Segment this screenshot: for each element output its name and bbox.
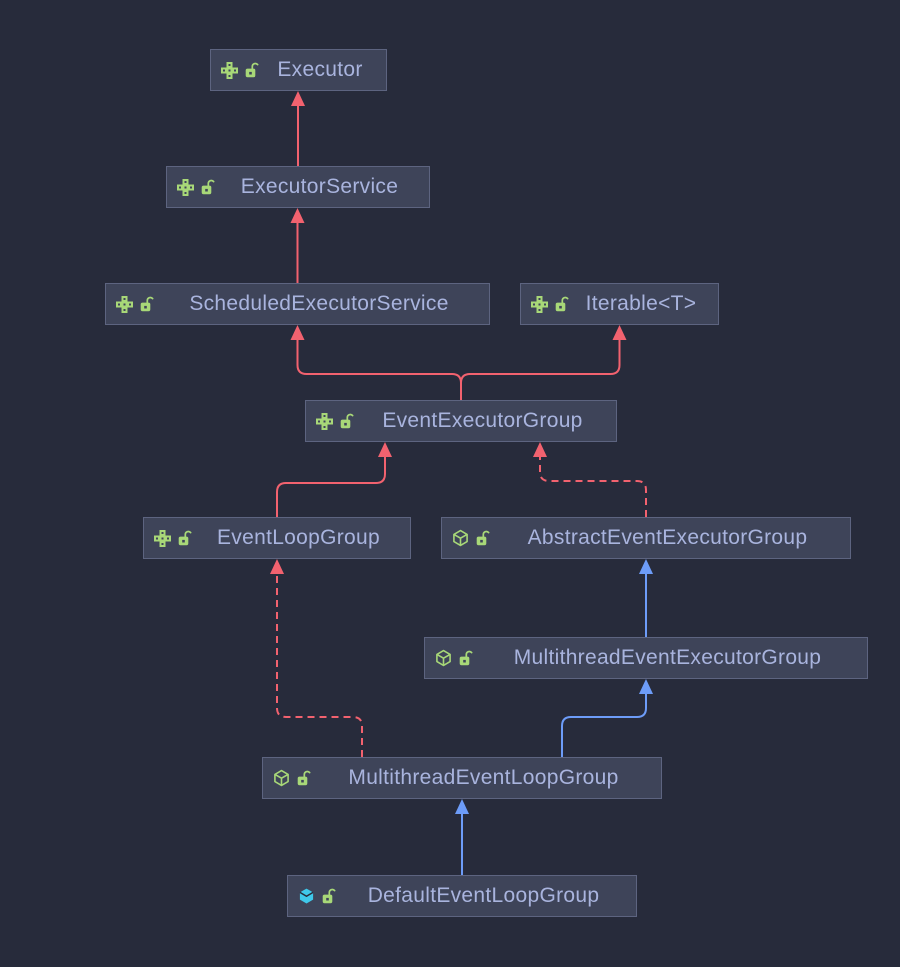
class-name-label: ScheduledExecutorService <box>189 292 449 315</box>
public-open-lock-icon <box>459 650 473 665</box>
abstract-class-icon-wrap <box>452 529 469 547</box>
interface-icon <box>154 529 171 547</box>
extends-arrowhead-icon <box>455 799 469 814</box>
abstract-class-icon-wrap <box>273 769 290 787</box>
class-name-label: ExecutorService <box>240 175 399 198</box>
implements-arrowhead-icon <box>533 442 547 457</box>
public-open-lock-icon <box>201 179 215 194</box>
class-node-event-loop-group[interactable]: EventLoopGroup <box>143 517 411 559</box>
extends-arrowhead-icon <box>290 325 305 340</box>
class-name-label: DefaultEventLoopGroup <box>367 884 600 907</box>
public-open-lock-icon <box>555 296 569 311</box>
public-open-lock-icon <box>297 770 311 785</box>
interface-icon <box>316 412 333 430</box>
extends-arrowhead-icon <box>639 679 653 694</box>
visibility-icon-wrap <box>245 62 259 79</box>
abstract-class-icon <box>436 649 451 667</box>
abstract-class-icon-wrap <box>435 649 452 667</box>
class-name-label: Executor <box>277 58 363 81</box>
interface-icon-wrap <box>116 295 133 313</box>
class-node-abstract-event-executor-group[interactable]: AbstractEventExecutorGroup <box>441 517 851 559</box>
interface-icon <box>177 178 194 196</box>
class-node-multithread-event-loop-group[interactable]: MultithreadEventLoopGroup <box>262 757 662 799</box>
interface-icon-wrap <box>316 412 333 430</box>
interface-icon-wrap <box>177 178 194 196</box>
extends-arrowhead-icon <box>612 325 627 340</box>
interface-icon <box>221 61 238 79</box>
visibility-icon-wrap <box>297 770 311 787</box>
class-name-label: EventExecutorGroup <box>382 409 583 432</box>
interface-icon-wrap <box>221 61 238 79</box>
interface-icon <box>116 295 133 313</box>
public-open-lock-icon <box>322 888 336 903</box>
class-node-multithread-event-executor-group[interactable]: MultithreadEventExecutorGroup <box>424 637 868 679</box>
class-node-scheduled-executor-service[interactable]: ScheduledExecutorService <box>105 283 490 325</box>
extends-arrowhead-icon <box>639 559 653 574</box>
public-open-lock-icon <box>140 296 154 311</box>
extends-arrowhead-icon <box>291 91 305 106</box>
visibility-icon-wrap <box>178 530 192 547</box>
class-name-label: Iterable<T> <box>585 292 697 315</box>
class-name-label: MultithreadEventExecutorGroup <box>513 646 822 669</box>
visibility-icon-wrap <box>340 413 354 430</box>
interface-icon-wrap <box>531 295 548 313</box>
implements-edge <box>539 455 647 517</box>
class-node-default-event-loop-group[interactable]: DefaultEventLoopGroup <box>287 875 637 917</box>
extends-edge <box>460 338 621 400</box>
abstract-class-icon <box>274 769 289 787</box>
visibility-icon-wrap <box>322 888 336 905</box>
implements-arrowhead-icon <box>270 559 284 574</box>
visibility-icon-wrap <box>555 296 569 313</box>
extends-arrowhead-icon <box>290 208 305 223</box>
visibility-icon-wrap <box>201 179 215 196</box>
class-node-iterable[interactable]: Iterable<T> <box>520 283 719 325</box>
public-open-lock-icon <box>245 62 259 77</box>
class-name-label: MultithreadEventLoopGroup <box>348 766 619 789</box>
abstract-class-icon <box>453 529 468 547</box>
public-open-lock-icon <box>476 530 490 545</box>
extends-arrowhead-icon <box>378 442 392 457</box>
class-node-event-executor-group[interactable]: EventExecutorGroup <box>305 400 617 442</box>
visibility-icon-wrap <box>459 650 473 667</box>
public-open-lock-icon <box>340 413 354 428</box>
class-node-executor[interactable]: Executor <box>210 49 387 91</box>
visibility-icon-wrap <box>140 296 154 313</box>
class-icon <box>299 888 314 904</box>
implements-edge <box>276 572 363 757</box>
interface-icon-wrap <box>154 529 171 547</box>
class-name-label: EventLoopGroup <box>217 526 380 549</box>
extends-edge <box>276 455 386 517</box>
visibility-icon-wrap <box>476 530 490 547</box>
class-node-executor-service[interactable]: ExecutorService <box>166 166 430 208</box>
extends-edge <box>561 692 647 757</box>
public-open-lock-icon <box>178 530 192 545</box>
class-name-label: AbstractEventExecutorGroup <box>527 526 808 549</box>
interface-icon <box>531 295 548 313</box>
extends-edge <box>296 338 462 400</box>
class-icon-wrap <box>298 887 315 905</box>
